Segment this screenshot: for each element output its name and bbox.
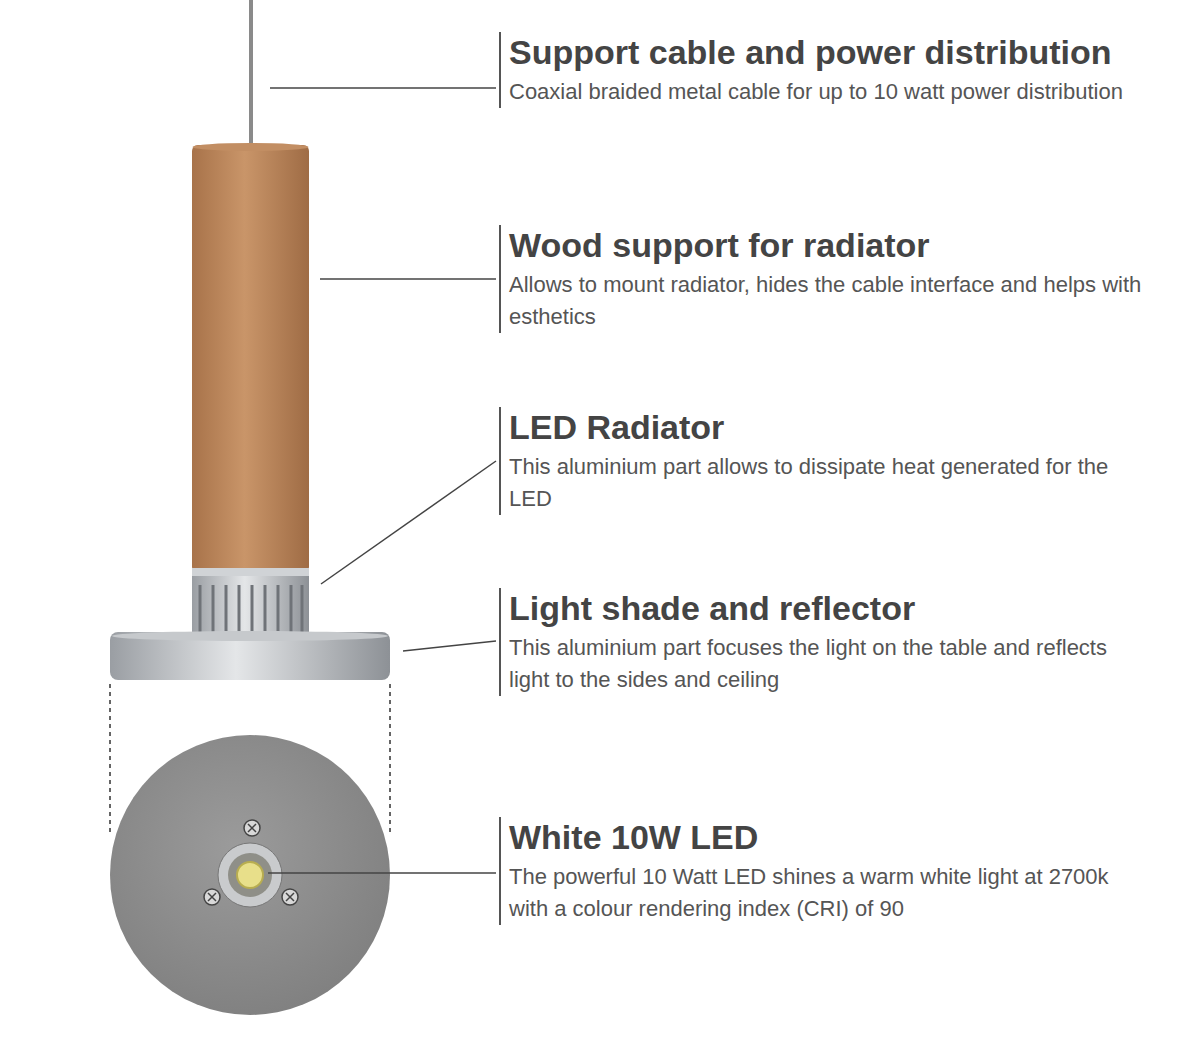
callout-group: Wood support for radiatorAllows to mount… xyxy=(499,225,1149,333)
led-radiator xyxy=(192,568,309,634)
callout-group: Support cable and power distributionCoax… xyxy=(499,32,1149,108)
led-chip xyxy=(237,862,263,888)
led-base xyxy=(228,853,272,897)
leader-lines xyxy=(268,88,496,873)
part-name: LED Radiator xyxy=(509,407,1149,447)
part-description: Allows to mount radiator, hides the cabl… xyxy=(509,269,1149,333)
callout-group: LED RadiatorThis aluminium part allows t… xyxy=(499,407,1149,515)
callout-group: White 10W LEDThe powerful 10 Watt LED sh… xyxy=(499,817,1149,925)
wood-top xyxy=(193,143,309,151)
part-name: Wood support for radiator xyxy=(509,225,1149,265)
led-holder xyxy=(218,843,282,907)
part-description: This aluminium part focuses the light on… xyxy=(509,632,1149,696)
part-name: Support cable and power distribution xyxy=(509,32,1149,72)
part-description: The powerful 10 Watt LED shines a warm w… xyxy=(509,861,1149,925)
part-name: White 10W LED xyxy=(509,817,1149,857)
part-name: Light shade and reflector xyxy=(509,588,1149,628)
screws xyxy=(204,820,298,905)
shade-top xyxy=(112,631,388,641)
part-description: This aluminium part allows to dissipate … xyxy=(509,451,1149,515)
part-description: Coaxial braided metal cable for up to 10… xyxy=(509,76,1149,108)
shade-bottom-view xyxy=(110,735,390,1015)
callout-group: Light shade and reflectorThis aluminium … xyxy=(499,588,1149,696)
light-shade xyxy=(110,632,390,680)
radiator-fins xyxy=(200,585,302,632)
support-cable xyxy=(249,0,253,146)
wood-support xyxy=(192,145,309,573)
radiator-rim xyxy=(192,568,309,576)
